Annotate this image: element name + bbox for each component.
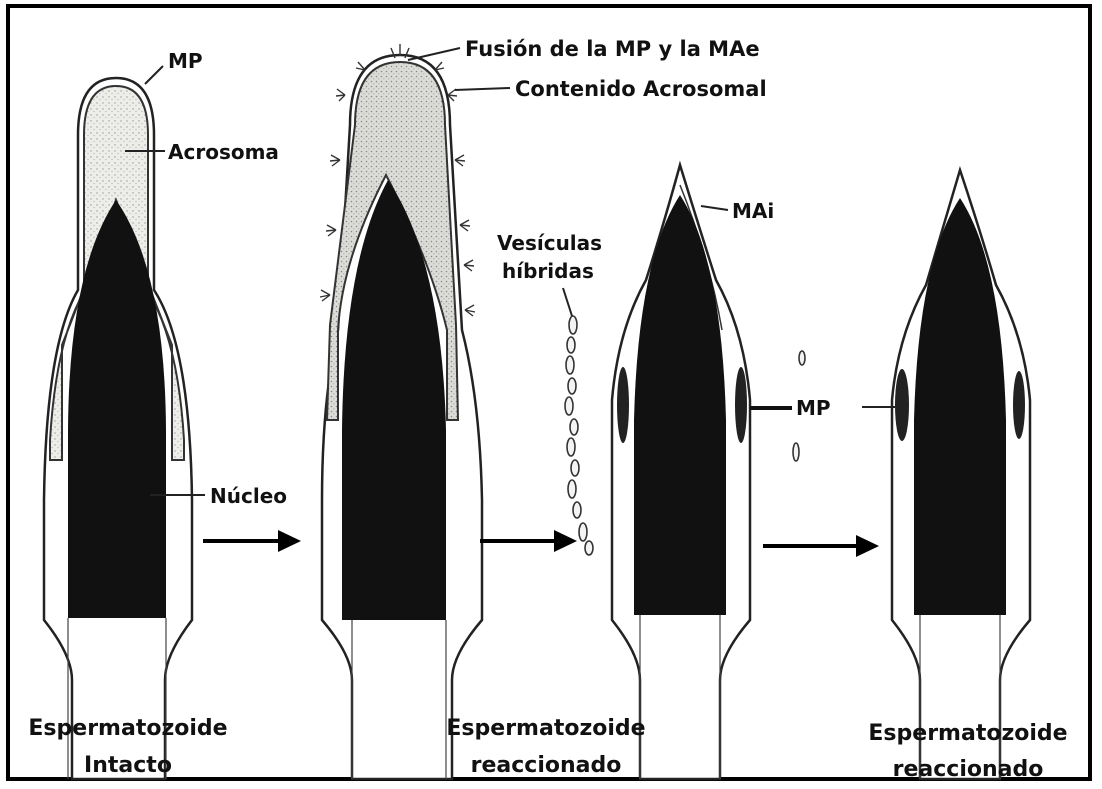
sperm-reacted-2 [862,170,1030,779]
caption-line1: Espermatozoide [446,716,645,741]
arrow-1 [203,530,301,552]
caption-reacted-1: Espermatozoide reaccionado [446,716,645,778]
arrow-2 [480,530,577,552]
sperm-intact [44,66,205,779]
label-nucleo: Núcleo [210,484,287,508]
label-vesiculas-1: Vesículas [497,231,602,255]
caption-line1: Espermatozoide [868,721,1067,746]
caption-line2: reaccionado [893,757,1044,782]
label-fusion: Fusión de la MP y la MAe [465,37,760,61]
sperm-reacted-1 [612,165,792,779]
nucleus [634,195,726,615]
caption-line2: reaccionado [471,753,622,778]
label-vesiculas-2: híbridas [502,259,594,283]
arrow-3 [763,535,879,557]
label-mp-top: MP [168,49,203,73]
label-mp-right: MP [796,396,831,420]
sperm-fusion [320,44,510,779]
label-contenido: Contenido Acrosomal [515,77,767,101]
label-mai: MAi [732,199,774,223]
caption-line1: Espermatozoide [28,716,227,741]
nucleus [914,198,1006,615]
label-acrosoma: Acrosoma [168,140,279,164]
caption-line2: Intacto [84,753,172,778]
